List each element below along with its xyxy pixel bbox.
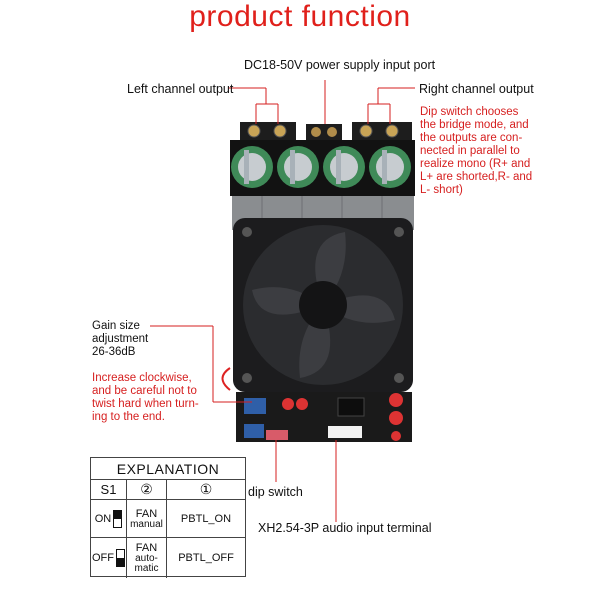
explanation-title: EXPLANATION — [91, 458, 245, 480]
table-header-row: S1 ② ① — [91, 480, 245, 500]
fan-cell: FAN auto- matic — [127, 538, 167, 578]
switch-off-icon — [116, 549, 125, 567]
fan-label: FAN — [135, 542, 158, 554]
state-on-label: ON — [94, 512, 112, 525]
gain-note-line: and be careful not to — [92, 385, 197, 397]
pbtl-cell: PBTL_OFF — [178, 552, 234, 564]
audio-input-label: XH2.54-3P audio input terminal — [258, 521, 432, 535]
table-row: OFF FAN auto- matic PBTL_OFF — [91, 538, 245, 578]
dip-mode-note: Dip switch chooses the bridge mode, and … — [420, 106, 532, 197]
capacitors — [230, 140, 415, 196]
dip-note-line: realize mono (R+ and — [420, 158, 531, 170]
gain-note: Increase clockwise, and be careful not t… — [92, 372, 199, 424]
page-title: product function — [189, 0, 411, 33]
header-switch-2: ② — [127, 480, 167, 499]
right-channel-label: Right channel output — [419, 82, 534, 96]
gain-note-line: ing to the end. — [92, 411, 165, 423]
gain-title: Gain size adjustment 26-36dB — [92, 320, 148, 359]
fan-mode-label: auto- — [135, 553, 158, 564]
state-cell: ON — [91, 500, 127, 537]
gain-note-line: Increase clockwise, — [92, 372, 192, 384]
table-row: ON FAN manual PBTL_ON — [91, 500, 245, 538]
state-off-label: OFF — [92, 552, 114, 564]
explanation-table: EXPLANATION S1 ② ① ON FAN manual PBTL_ON… — [90, 457, 246, 578]
state-cell: OFF — [91, 538, 127, 578]
gain-title-line: adjustment — [92, 333, 149, 345]
header-switch-1: ① — [199, 481, 213, 497]
power-terminal — [306, 124, 342, 142]
dip-note-line: the outputs are con- — [420, 132, 523, 144]
cooling-fan — [233, 218, 413, 392]
dip-note-line: Dip switch chooses — [420, 106, 519, 118]
fan-label: FAN — [135, 507, 158, 520]
callout-lines — [150, 80, 415, 522]
fan-mode-label-cont: matic — [134, 563, 159, 574]
dip-switch-label: dip switch — [248, 485, 303, 499]
fan-cell: FAN manual — [127, 500, 167, 537]
left-channel-label: Left channel output — [127, 82, 234, 96]
dip-note-line: L+ are shorted,R- and — [420, 171, 533, 183]
header-s1: S1 — [91, 480, 127, 499]
output-terminal-left — [240, 122, 296, 144]
output-terminal-right — [352, 122, 412, 144]
power-port-label: DC18-50V power supply input port — [244, 58, 436, 72]
dip-note-line: nected in parallel to — [420, 145, 520, 157]
pcb-lower — [236, 392, 412, 442]
dip-note-line: L- short) — [420, 184, 463, 196]
gain-title-line: 26-36dB — [92, 346, 136, 358]
fan-mode-label: manual — [130, 518, 163, 530]
pbtl-cell: PBTL_ON — [180, 512, 232, 525]
gain-note-line: twist hard when turn- — [92, 398, 199, 410]
gain-title-line: Gain size — [92, 320, 140, 332]
switch-on-icon — [113, 509, 123, 528]
dip-note-line: the bridge mode, and — [420, 119, 529, 131]
